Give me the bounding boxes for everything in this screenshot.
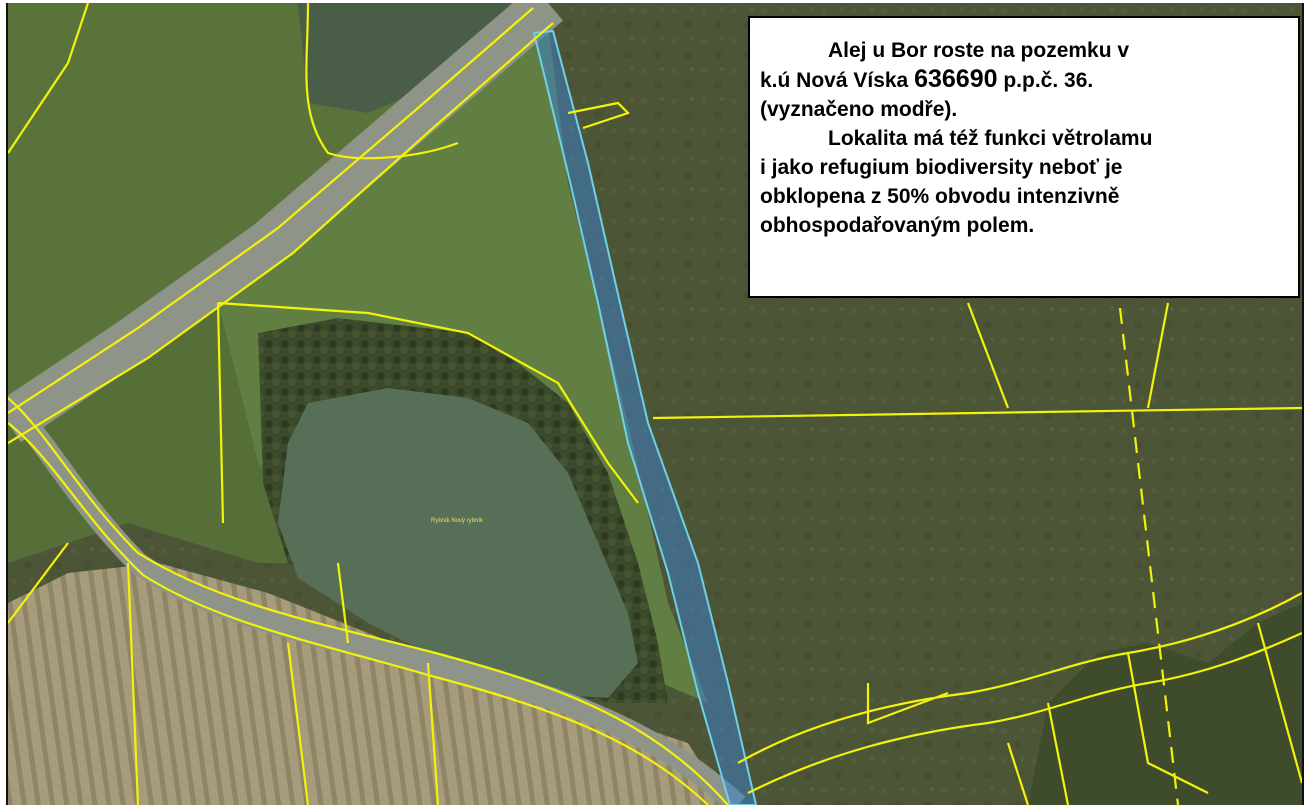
info-box: Alej u Bor roste na pozemku v k.ú Nová V… xyxy=(748,16,1300,298)
road-diagonal[interactable] xyxy=(8,3,563,443)
road-curve-south[interactable] xyxy=(8,395,746,805)
info-line-7: obhospodařovaným polem. xyxy=(760,214,1035,237)
info-line-2: k.ú Nová Víska 636690 p.p.č. 36. xyxy=(760,65,1288,95)
pond[interactable] xyxy=(278,388,638,698)
harvested-field xyxy=(8,563,728,805)
info-line-5: i jako refugium biodiversity neboť je xyxy=(760,156,1123,179)
info-line-1: Alej u Bor roste na pozemku v xyxy=(828,39,1130,62)
info-line-3: (vyznačeno modře). xyxy=(760,98,958,121)
parcel-lines xyxy=(8,3,1302,805)
shrubs-east xyxy=(1028,603,1302,805)
info-line-4: Lokalita má též funkci větrolamu xyxy=(828,127,1153,150)
map-canvas xyxy=(8,3,1302,805)
info-line-6: obklopena z 50% obvodu intenzivně xyxy=(760,185,1120,208)
cadastral-area-code: 636690 xyxy=(914,65,998,93)
highlighted-parcel-36[interactable] xyxy=(532,29,758,805)
info-line-2-suffix: p.p.č. 36. xyxy=(997,69,1094,92)
info-line-2-prefix: k.ú Nová Víska xyxy=(760,69,915,92)
pond-label: Rybník Nový rybník xyxy=(431,518,484,524)
